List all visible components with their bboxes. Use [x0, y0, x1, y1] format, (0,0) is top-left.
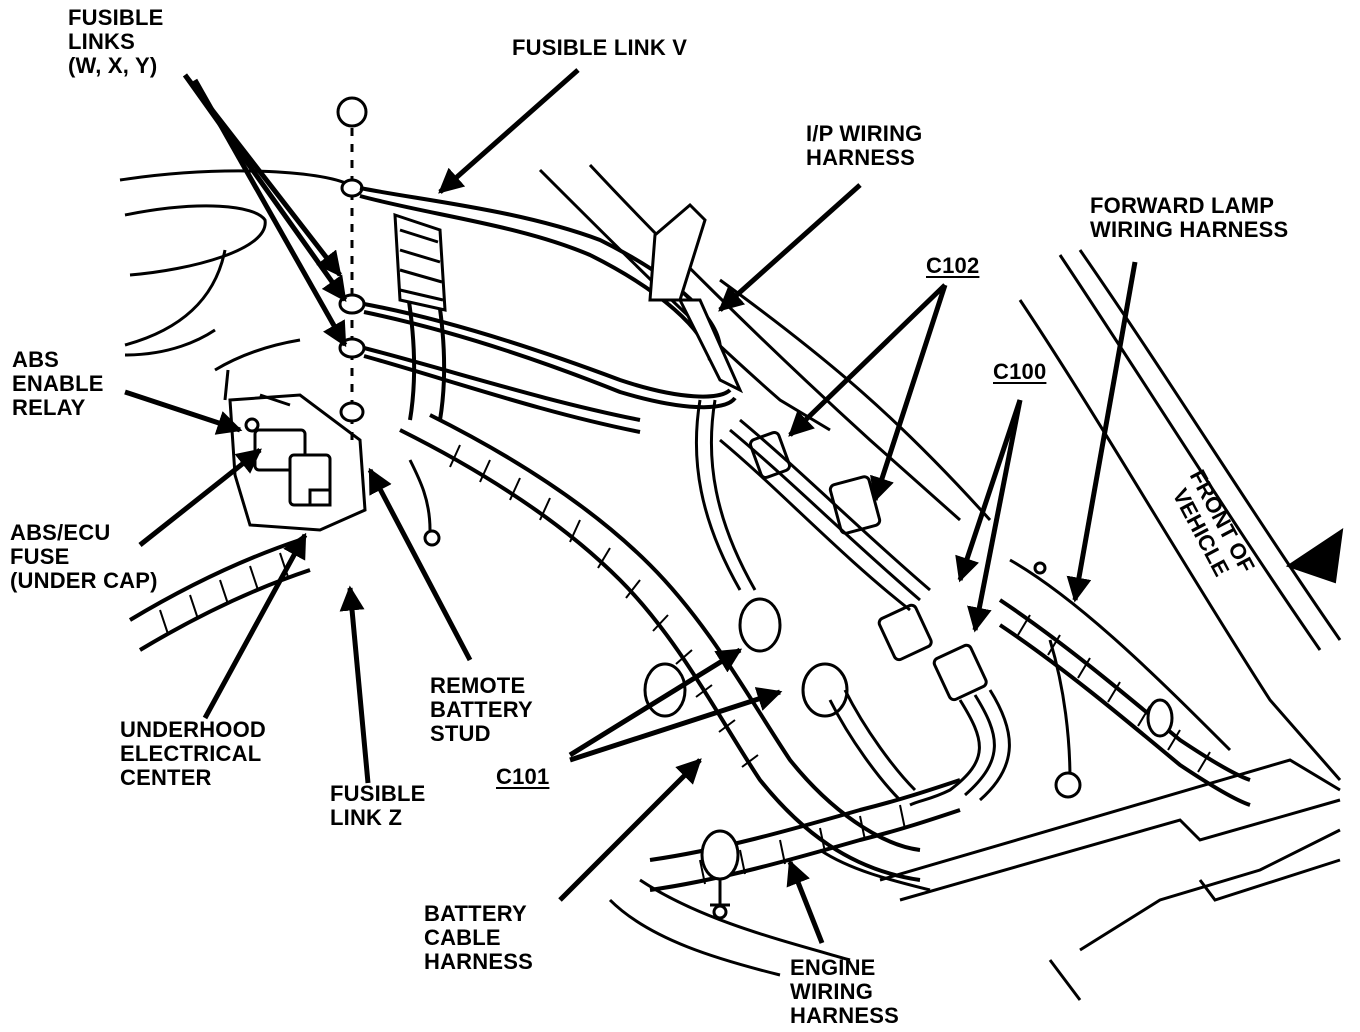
label-line: WIRING HARNESS: [1090, 217, 1289, 242]
label-line: BATTERY: [424, 901, 527, 926]
label-battery-cable-harness: BATTERY CABLE HARNESS: [424, 902, 533, 974]
label-c101: C101: [496, 765, 549, 789]
label-line: WIRING: [790, 979, 874, 1004]
harness-wrap-upper: [393, 212, 447, 312]
grommets: [408, 459, 1174, 920]
label-line: (UNDER CAP): [10, 568, 158, 593]
label-line: C102: [926, 253, 980, 278]
leader-arrows: [124, 68, 1138, 944]
arrow-c101-1: [568, 647, 743, 758]
label-line: (W, X, Y): [68, 53, 158, 78]
label-c102: C102: [926, 254, 979, 278]
label-line: ABS: [12, 347, 60, 372]
label-line: RELAY: [12, 395, 86, 420]
arrow-c100-2: [967, 399, 1023, 633]
label-abs-ecu-fuse: ABS/ECU FUSE (UNDER CAP): [10, 521, 158, 593]
connectors: [738, 430, 1047, 718]
label-line: LINKS: [68, 29, 135, 54]
label-c100: C100: [993, 360, 1046, 384]
label-line: ENGINE: [790, 955, 876, 980]
label-line: FUSIBLE: [68, 5, 164, 30]
label-line: CABLE: [424, 925, 501, 950]
front-of-vehicle-arrow: [1285, 527, 1344, 584]
label-forward-lamp-harness: FORWARD LAMP WIRING HARNESS: [1090, 194, 1288, 242]
label-line: C101: [496, 764, 550, 789]
label-fusible-links-wxy: FUSIBLE LINKS (W, X, Y): [68, 6, 164, 78]
arrow-forward-lamp: [1066, 261, 1138, 603]
label-line: UNDERHOOD: [120, 717, 267, 742]
label-ip-wiring-harness: I/P WIRING HARNESS: [806, 122, 923, 170]
arrow-battery-cable: [558, 758, 702, 902]
label-line: I/P WIRING: [806, 121, 923, 146]
label-line: HARNESS: [806, 145, 915, 170]
arrow-fusible-link-v: [438, 68, 580, 194]
label-line: FUSIBLE LINK V: [512, 35, 688, 60]
arrow-underhood: [202, 532, 308, 720]
arrow-c100-1: [955, 399, 1023, 583]
arrow-abs-ecu-fuse: [138, 448, 262, 547]
remote-battery-stud-stack: [336, 96, 368, 440]
wire-bundles: [694, 399, 1072, 807]
arrow-abs-relay: [124, 389, 243, 435]
label-line: C100: [993, 359, 1047, 384]
label-line: HARNESS: [424, 949, 533, 974]
label-engine-wiring-harness: ENGINE WIRING HARNESS: [790, 956, 899, 1028]
label-fusible-link-v: FUSIBLE LINK V: [512, 36, 687, 60]
arrow-fusible-links-3: [192, 78, 348, 348]
label-line: STUD: [430, 721, 491, 746]
fusible-link-wires: [359, 186, 737, 434]
label-line: ELECTRICAL: [120, 741, 262, 766]
label-line: LINK Z: [330, 805, 403, 830]
label-line: HARNESS: [790, 1003, 899, 1028]
label-line: ENABLE: [12, 371, 104, 396]
underhood-electrical-center-block: [214, 338, 367, 532]
label-line: FUSIBLE: [330, 781, 426, 806]
label-remote-battery-stud: REMOTE BATTERY STUD: [430, 674, 533, 746]
label-underhood-electrical-center: UNDERHOOD ELECTRICAL CENTER: [120, 718, 266, 790]
harness-tube-rings: [159, 444, 1211, 885]
label-line: ABS/ECU: [10, 520, 111, 545]
arrow-remote-stud: [367, 467, 473, 662]
arrow-fusible-link-z: [339, 585, 371, 784]
label-abs-enable-relay: ABS ENABLE RELAY: [12, 348, 104, 420]
arrow-c102-2: [870, 284, 948, 503]
arrow-c102-1: [788, 283, 947, 437]
arrow-c101-2: [569, 687, 783, 763]
label-line: FUSE: [10, 544, 70, 569]
label-line: BATTERY: [430, 697, 533, 722]
arrow-ip-harness: [718, 183, 862, 312]
label-line: REMOTE: [430, 673, 526, 698]
arrow-engine-harness: [786, 859, 825, 944]
label-line: FORWARD LAMP: [1090, 193, 1275, 218]
ip-harness-block: [648, 202, 744, 394]
label-fusible-link-z: FUSIBLE LINK Z: [330, 782, 426, 830]
label-line: CENTER: [120, 765, 212, 790]
